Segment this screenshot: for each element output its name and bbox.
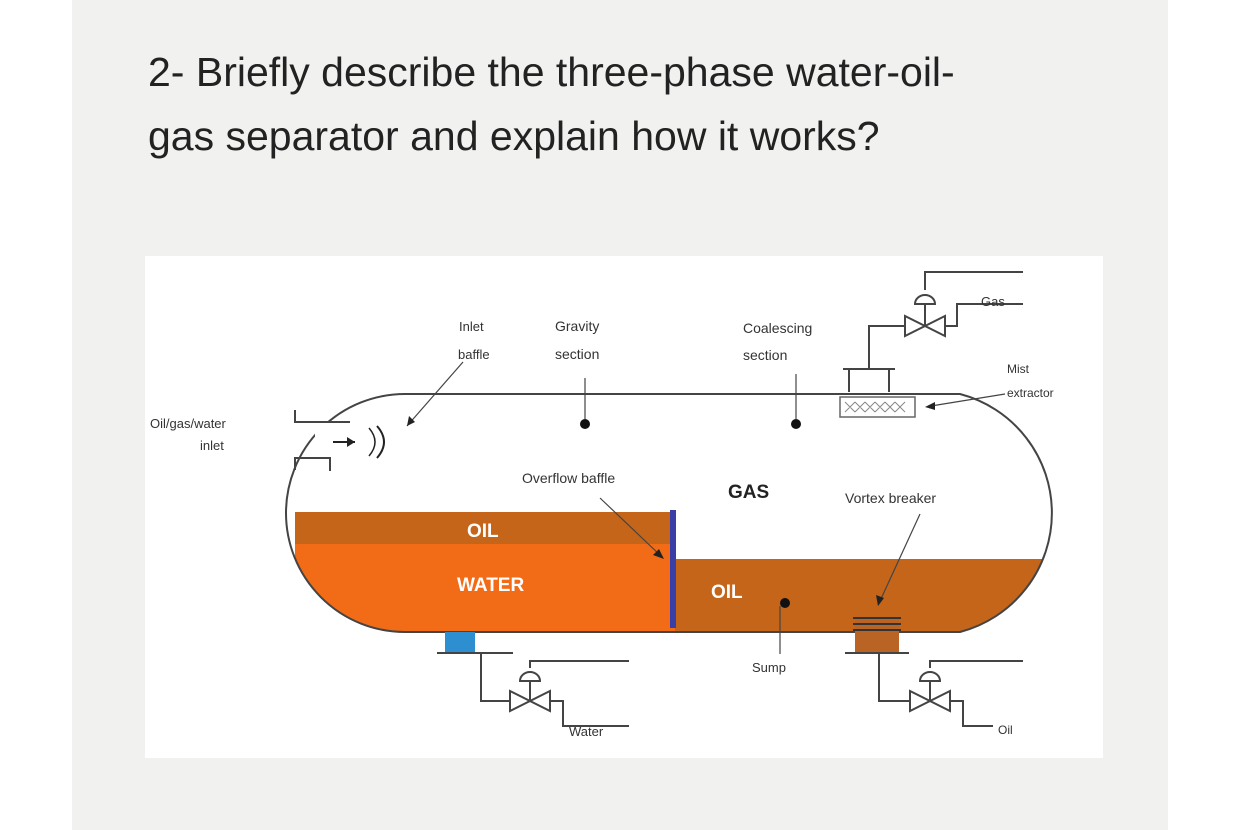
label-inlet-line1: Oil/gas/water: [150, 416, 227, 431]
oil-signal-line: [929, 660, 1023, 668]
label-water-outlet: Water: [569, 724, 604, 739]
vortex-breaker: [853, 617, 901, 631]
label-gravity-line2: section: [555, 346, 599, 362]
gravity-section-marker: [580, 419, 590, 429]
label-sump: Sump: [752, 660, 786, 675]
inlet-baffle-leader: [406, 361, 464, 427]
label-overflow-baffle: Overflow baffle: [522, 470, 615, 486]
label-oil-left: OIL: [467, 521, 499, 542]
label-gas-outlet: Gas: [981, 294, 1005, 309]
inlet-pipe-bottom: [294, 457, 331, 471]
inlet-pipe-top: [294, 410, 350, 423]
coalescing-section-marker: [791, 419, 801, 429]
question-line-2: gas separator and explain how it works?: [148, 113, 880, 159]
label-gravity-line1: Gravity: [555, 318, 599, 334]
separator-diagram-svg: Oil/gas/water inlet Inlet baffle Gravity…: [150, 271, 1054, 739]
oil-valve-actuator: [918, 671, 942, 682]
gas-signal-line: [924, 271, 1023, 290]
water-outlet-pipe: [480, 653, 510, 702]
separator-diagram: Oil/gas/water inlet Inlet baffle Gravity…: [145, 256, 1103, 758]
inlet-baffle-inner: [368, 427, 376, 457]
label-oil-outlet: Oil: [998, 723, 1013, 737]
water-outlet-nozzle: [445, 632, 475, 652]
label-gas-phase: GAS: [728, 482, 769, 503]
overflow-baffle: [670, 510, 676, 628]
label-water: WATER: [457, 575, 524, 596]
water-signal-line: [529, 660, 629, 668]
inlet-baffle-leader-head: [407, 416, 415, 426]
vessel-shell: [285, 393, 1053, 633]
label-coalescing-line2: section: [743, 347, 787, 363]
label-vortex-breaker: Vortex breaker: [845, 490, 936, 506]
gas-discharge-line: [945, 303, 1023, 327]
oil-outlet-pipe: [878, 653, 910, 702]
label-inlet-baffle-line2: baffle: [458, 347, 490, 362]
label-coalescing-line1: Coalescing: [743, 320, 812, 336]
label-mist-line1: Mist: [1007, 362, 1030, 376]
mist-extractor-leader-head: [925, 402, 935, 410]
vortex-breaker-leader-head: [876, 595, 884, 606]
label-inlet-line2: inlet: [200, 438, 224, 453]
water-valve-actuator: [518, 671, 542, 682]
question-line-1: 2- Briefly describe the three-phase wate…: [148, 49, 955, 95]
water-layer: [295, 544, 675, 632]
inlet-flow-arrow-head: [347, 437, 355, 447]
question-text: 2- Briefly describe the three-phase wate…: [148, 40, 1108, 168]
oil-layer-left: [295, 512, 675, 544]
label-oil-right: OIL: [711, 582, 743, 603]
vortex-breaker-leader: [879, 513, 921, 602]
mist-extractor-leader: [930, 393, 1006, 407]
label-mist-line2: extractor: [1007, 386, 1054, 400]
water-discharge-line: [550, 700, 629, 727]
oil-discharge-line: [950, 700, 993, 727]
sump-marker: [780, 598, 790, 608]
gas-outlet-pipe: [868, 325, 905, 369]
gas-valve-actuator: [913, 294, 937, 305]
liquid-phases: [295, 512, 1052, 632]
overflow-baffle-leader-head: [653, 549, 664, 559]
mist-extractor: [839, 396, 916, 418]
label-inlet-baffle-line1: Inlet: [459, 319, 484, 334]
gas-outlet-flange: [843, 368, 895, 392]
overflow-baffle-leader: [599, 497, 662, 557]
mist-extractor-mesh: [844, 401, 906, 413]
inlet-baffle: [376, 425, 385, 459]
